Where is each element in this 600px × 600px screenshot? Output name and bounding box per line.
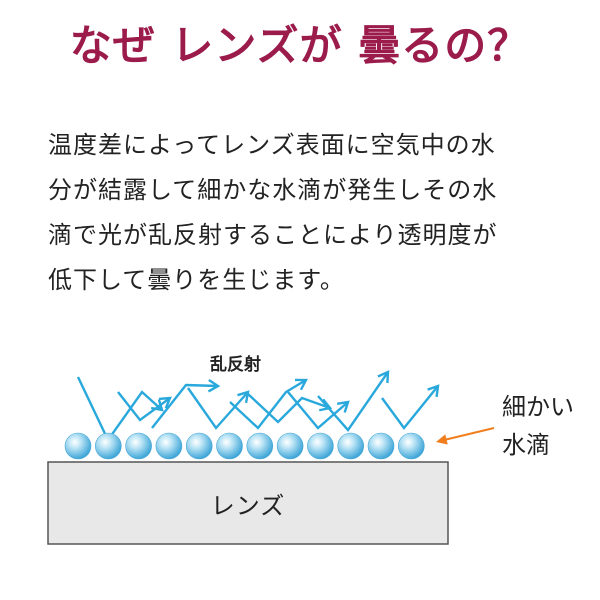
- explanation-line: 温度差によってレンズ表面に空気中の水: [48, 131, 496, 159]
- water-droplet: [185, 432, 213, 460]
- light-ray-arrow: [117, 391, 172, 422]
- light-ray-arrow: [229, 378, 308, 430]
- light-ray-arrow: [381, 384, 440, 430]
- explanation-text: 温度差によってレンズ表面に空気中の水 分が結露して細かな水滴が発生しその水 滴で…: [48, 123, 568, 303]
- scatter-label: 乱反射: [210, 355, 261, 375]
- light-ray-arrow: [287, 391, 350, 430]
- light-ray-arrow: [151, 378, 221, 429]
- water-droplet: [64, 432, 92, 460]
- droplet-pointer-arrow: [436, 427, 495, 445]
- explanation-line: 滴で光が乱反射することにより透明度が: [48, 221, 498, 249]
- light-ray-arrow: [187, 387, 250, 430]
- water-droplet: [95, 432, 122, 460]
- water-droplet: [155, 432, 183, 460]
- droplet-label-line: 水滴: [502, 431, 550, 459]
- page-title: なぜ レンズが 曇るの？: [69, 21, 531, 70]
- lens-label: レンズ: [210, 491, 286, 520]
- light-ray-arrow: [247, 393, 333, 424]
- water-droplet: [397, 432, 425, 460]
- droplet-label: 細かい 水滴: [502, 388, 574, 464]
- droplet-row: [64, 432, 425, 460]
- explanation-line: 低下して曇りを生じます。: [48, 266, 345, 294]
- water-droplet: [307, 432, 334, 460]
- droplet-label-line: 細かい: [502, 393, 574, 421]
- water-droplet: [246, 432, 274, 460]
- water-droplet: [216, 432, 243, 460]
- light-ray-arrow: [317, 370, 390, 432]
- water-droplet: [367, 432, 395, 460]
- light-ray-arrow: [76, 376, 164, 443]
- lens-shape: [47, 461, 449, 545]
- scatter-arrows: [76, 370, 440, 443]
- water-droplet: [337, 432, 365, 460]
- water-droplet: [276, 432, 304, 460]
- water-droplet: [125, 432, 152, 460]
- explanation-line: 分が結露して細かな水滴が発生しその水: [48, 176, 498, 204]
